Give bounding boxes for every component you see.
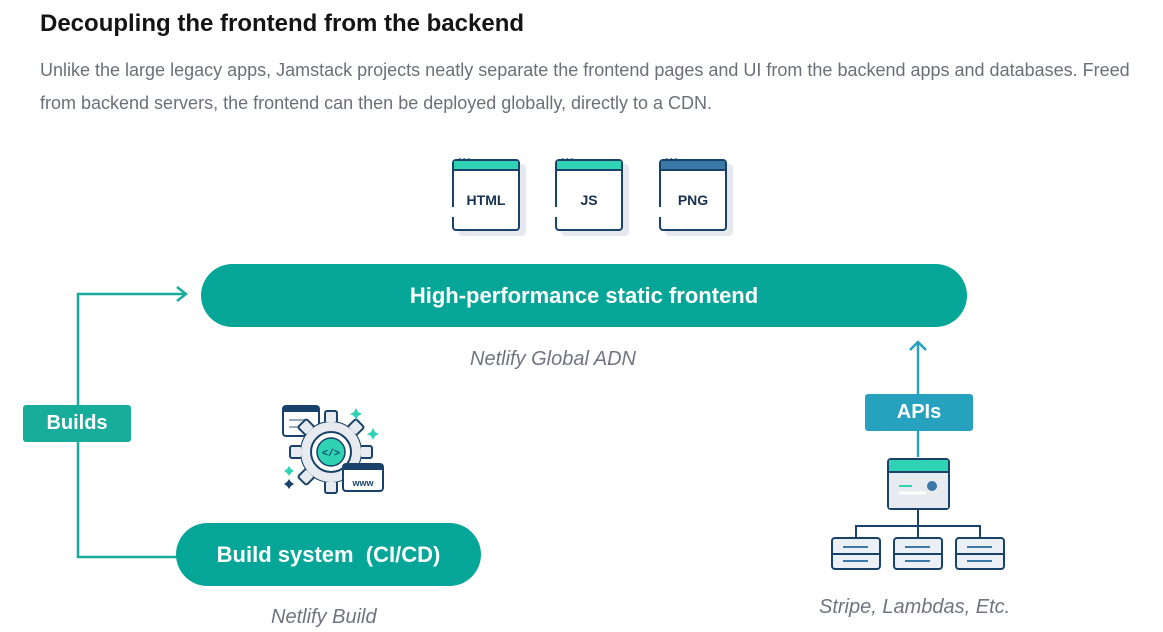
js-file-icon: ••• JS xyxy=(555,155,623,231)
apis-arrow xyxy=(909,340,927,457)
png-file-icon: ••• PNG xyxy=(659,155,727,231)
html-file-icon: ••• HTML xyxy=(452,155,520,231)
database-icon xyxy=(831,537,881,570)
file-title-bar: ••• xyxy=(661,155,725,171)
file-label: PNG xyxy=(677,192,709,208)
section-description: Unlike the large legacy apps, Jamstack p… xyxy=(40,60,1130,113)
static-frontend-pill: High-performance static frontend xyxy=(201,264,967,327)
build-system-label: Build system (CI/CD) xyxy=(216,541,441,567)
file-label: JS xyxy=(580,192,598,208)
builds-tag: Builds xyxy=(23,405,131,442)
svg-text:</>: </> xyxy=(322,448,340,460)
static-frontend-label: High-performance static frontend xyxy=(409,282,759,308)
build-system-pill: Build system (CI/CD) xyxy=(176,523,481,586)
section-heading: Decoupling the frontend from the backend xyxy=(40,10,525,37)
file-label: HTML xyxy=(466,192,506,208)
backend-caption: Stripe, Lambdas, Etc. xyxy=(819,596,1011,618)
database-icon xyxy=(955,537,1005,570)
build-caption: Netlify Build xyxy=(271,606,377,628)
frontend-caption: Netlify Global ADN xyxy=(470,348,636,370)
svg-text:www: www xyxy=(351,478,374,488)
file-title-bar: ••• xyxy=(557,155,621,171)
apis-tag: APIs xyxy=(865,394,973,431)
database-icon xyxy=(893,537,943,570)
file-title-bar: ••• xyxy=(454,155,518,171)
gear-code-icon: </> www xyxy=(282,405,384,494)
server-tree-icon xyxy=(831,458,1005,570)
